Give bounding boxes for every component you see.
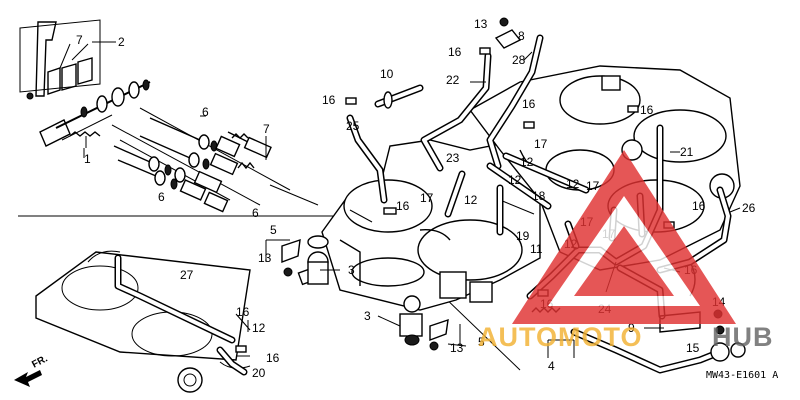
callout-16: 16: [236, 305, 250, 319]
callout-16: 16: [640, 103, 654, 117]
callout-13: 13: [474, 17, 488, 31]
callout-16: 16: [266, 351, 280, 365]
callout-4: 4: [548, 359, 555, 373]
watermark: AUTOMOTO HUB: [478, 150, 774, 352]
callout-16: 16: [322, 93, 336, 107]
callout-16: 16: [396, 199, 410, 213]
callout-16: 16: [522, 97, 536, 111]
watermark-brand-part1: AUTOMOTO: [478, 322, 643, 352]
callout-17: 17: [420, 191, 434, 205]
callout-12: 12: [252, 321, 266, 335]
callout-25: 25: [346, 119, 360, 133]
callout-1: 1: [84, 152, 91, 166]
watermark-brand-part2: HUB: [712, 322, 774, 352]
callout-3: 3: [364, 309, 371, 323]
callout-17: 17: [534, 137, 548, 151]
callout-6: 6: [158, 190, 165, 204]
callout-5: 5: [478, 335, 485, 349]
link-bracket-group: [19, 19, 116, 100]
callout-28: 28: [512, 53, 526, 67]
pilot-screw-sets: [111, 107, 291, 213]
callout-18: 18: [532, 189, 546, 203]
callout-2: 2: [118, 35, 125, 49]
callout-11: 11: [530, 242, 543, 256]
watermark-triangle-icon: [512, 150, 736, 324]
callout-17: 17: [586, 179, 600, 193]
callout-22: 22: [446, 73, 460, 87]
air-screw-fittings: [281, 235, 449, 351]
callout-7: 7: [76, 33, 83, 47]
callout-15: 15: [686, 341, 700, 355]
callout-23: 23: [446, 151, 460, 165]
callout-7: 7: [263, 122, 270, 136]
callout-16: 16: [448, 45, 462, 59]
front-direction-label: FR.: [30, 353, 50, 370]
front-arrow-icon: [14, 370, 42, 387]
callout-10: 10: [380, 67, 394, 81]
callout-12: 12: [566, 177, 580, 191]
callout-6: 6: [202, 105, 209, 119]
callout-26: 26: [742, 201, 756, 215]
throttle-shaft-group: [39, 79, 151, 148]
callout-6: 6: [252, 206, 259, 220]
diagram-code: MW43-E1601 A: [706, 370, 778, 381]
rear-carburetor-outline: [35, 250, 251, 393]
callout-13: 13: [258, 251, 272, 265]
callout-12: 12: [508, 173, 522, 187]
callout-3: 3: [348, 263, 355, 277]
callout-27: 27: [180, 268, 194, 282]
callout-9: 9: [628, 321, 635, 335]
callout-8: 8: [518, 29, 525, 43]
callout-5: 5: [270, 223, 277, 237]
carburetor-bank: [321, 139, 541, 311]
callout-13: 13: [450, 341, 464, 355]
callout-12: 12: [464, 193, 478, 207]
callout-20: 20: [252, 366, 266, 380]
callout-16: 16: [692, 199, 706, 213]
callout-21: 21: [680, 145, 694, 159]
callout-12: 12: [520, 155, 534, 169]
callout-19: 19: [516, 229, 530, 243]
